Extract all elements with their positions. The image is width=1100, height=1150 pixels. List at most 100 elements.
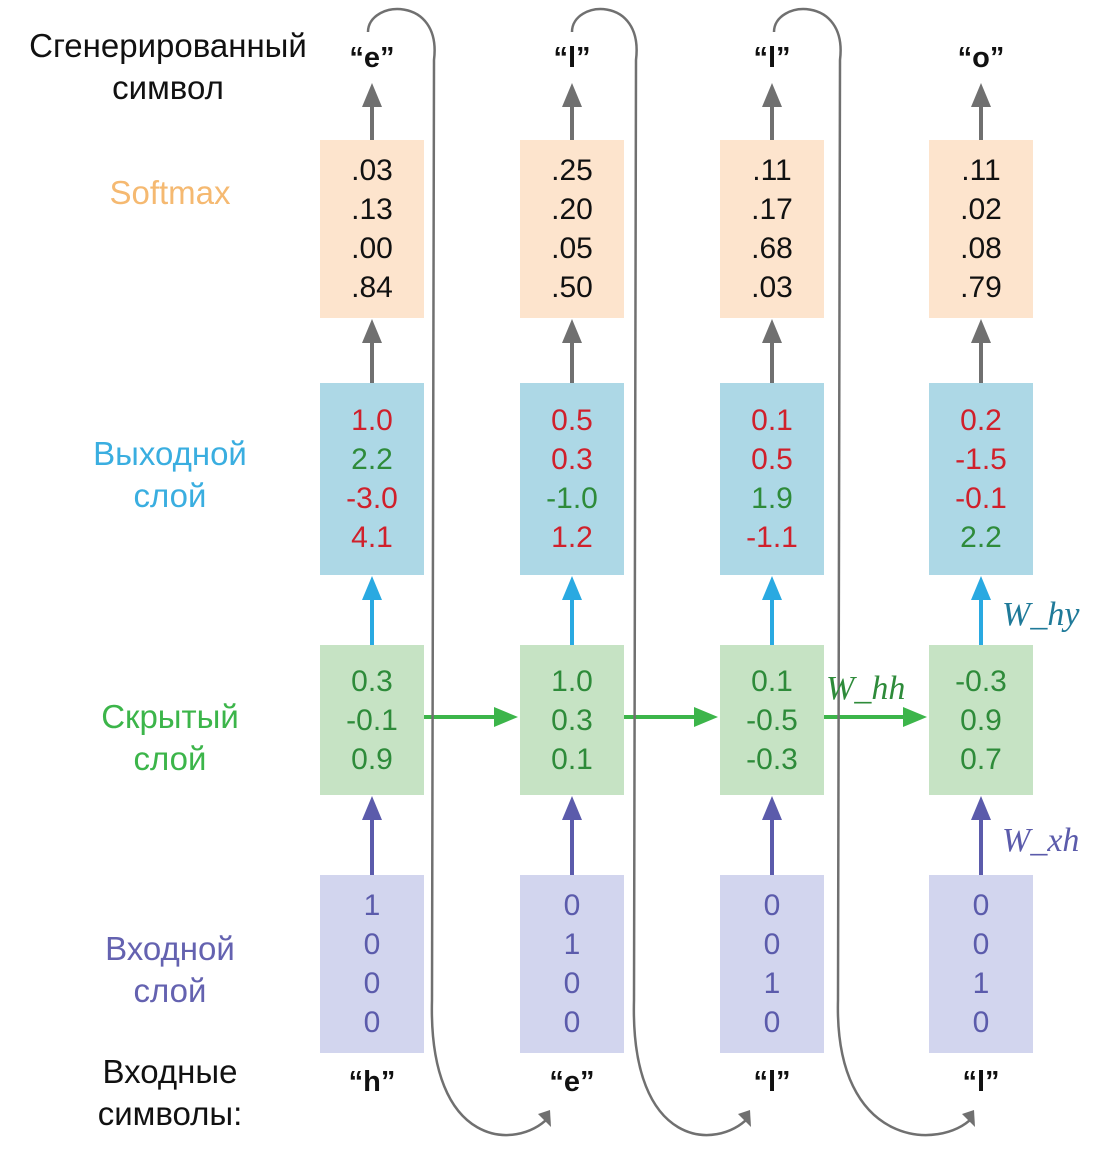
softmax-label: Softmax	[109, 174, 231, 211]
softmax-value: .79	[960, 271, 1002, 304]
output-value: 0.1	[751, 404, 793, 437]
output-box: 0.5 0.3 -1.0 1.2	[520, 383, 624, 575]
feedback-loop-arrow-head	[962, 1110, 975, 1127]
input-symbols-label: Входные символы:	[97, 1053, 243, 1132]
arrow-output-to-softmax-head	[762, 319, 782, 343]
hidden-value: -0.3	[955, 664, 1007, 698]
input-value: 0	[363, 928, 381, 961]
feedback-loop-arrow	[772, 7, 973, 1137]
generated-symbol-label: Сгенерированный символ	[29, 27, 307, 106]
hidden-value: 0.1	[751, 664, 793, 698]
arrow-softmax-to-char-head	[562, 83, 582, 107]
input-box: 0 1 0 0	[520, 875, 624, 1053]
input-value: 1	[363, 889, 381, 922]
arrow-input-to-hidden-head	[971, 796, 991, 820]
w-hy-label: W_hy	[1002, 596, 1080, 633]
softmax-box: .03 .13 .00 .84	[320, 140, 424, 318]
input-char: “e”	[549, 1066, 595, 1098]
feedback-loop-arrow	[366, 7, 549, 1137]
arrow-input-to-hidden-head	[562, 796, 582, 820]
hidden-layer-label: Скрытый слой	[101, 698, 239, 777]
softmax-value: .03	[351, 154, 393, 187]
softmax-value: .17	[751, 193, 793, 226]
softmax-value: .03	[751, 271, 793, 304]
input-char: “l”	[962, 1066, 1000, 1098]
arrow-softmax-to-char-head	[971, 83, 991, 107]
input-value: 1	[563, 928, 581, 961]
hidden-value: 0.9	[351, 742, 393, 776]
softmax-value: .11	[752, 154, 792, 187]
hidden-box: -0.3 0.9 0.7	[929, 645, 1033, 795]
input-char: “h”	[348, 1066, 396, 1098]
arrow-hidden-to-output-head	[762, 576, 782, 600]
input-char: “l”	[753, 1066, 791, 1098]
generated-char: “l”	[753, 42, 791, 74]
arrow-input-to-hidden-head	[762, 796, 782, 820]
hidden-box: 1.0 0.3 0.1	[520, 645, 624, 795]
hidden-value: -0.1	[346, 703, 398, 737]
arrow-output-to-softmax-head	[362, 319, 382, 343]
output-value: -0.1	[955, 482, 1007, 515]
softmax-value: .68	[751, 232, 793, 265]
generated-char: “o”	[957, 42, 1005, 74]
input-value: 0	[763, 928, 781, 961]
arrow-hidden-to-output-head	[562, 576, 582, 600]
output-value: 0.3	[551, 443, 593, 476]
output-box: 0.1 0.5 1.9 -1.1	[720, 383, 824, 575]
arrow-hidden-recurrence-head	[694, 707, 718, 727]
arrow-softmax-to-char-head	[762, 83, 782, 107]
softmax-box: .25 .20 .05 .50	[520, 140, 624, 318]
input-value: 1	[972, 967, 990, 1000]
softmax-value: .11	[961, 154, 1001, 187]
input-value: 0	[763, 889, 781, 922]
softmax-value: .50	[551, 271, 593, 304]
output-value: -3.0	[346, 482, 398, 515]
hidden-value: -0.5	[746, 703, 798, 737]
generated-char: “l”	[553, 42, 591, 74]
input-box: 0 0 1 0	[720, 875, 824, 1053]
hidden-value: 0.3	[351, 664, 393, 698]
input-value: 0	[563, 1006, 581, 1039]
w-xh-label: W_xh	[1002, 822, 1080, 859]
output-value: 0.5	[551, 404, 593, 437]
input-value: 0	[563, 889, 581, 922]
output-value: 2.2	[351, 443, 393, 476]
arrow-input-to-hidden-head	[362, 796, 382, 820]
input-layer-label: Входной слой	[105, 930, 235, 1009]
output-value: 0.5	[751, 443, 793, 476]
feedback-loop-arrow	[570, 7, 749, 1137]
softmax-value: .13	[351, 193, 393, 226]
hidden-value: 0.7	[960, 742, 1002, 776]
generated-char: “e”	[349, 42, 395, 74]
arrow-hidden-to-output-head	[362, 576, 382, 600]
input-value: 0	[763, 1006, 781, 1039]
softmax-value: .25	[551, 154, 593, 187]
softmax-value: .05	[551, 232, 593, 265]
softmax-box: .11 .17 .68 .03	[720, 140, 824, 318]
input-value: 0	[972, 928, 990, 961]
arrow-softmax-to-char-head	[362, 83, 382, 107]
output-box: 1.0 2.2 -3.0 4.1	[320, 383, 424, 575]
hidden-box: 0.3 -0.1 0.9	[320, 645, 424, 795]
softmax-value: .08	[960, 232, 1002, 265]
softmax-value: .20	[551, 193, 593, 226]
output-value: 1.9	[751, 482, 793, 515]
output-value: 2.2	[960, 521, 1002, 554]
input-box: 1 0 0 0	[320, 875, 424, 1053]
w-hh-label: W_hh	[826, 670, 906, 707]
input-value: 0	[363, 1006, 381, 1039]
hidden-value: 1.0	[551, 664, 593, 698]
arrow-hidden-to-output-head	[971, 576, 991, 600]
input-value: 1	[763, 967, 781, 1000]
hidden-value: 0.3	[551, 703, 593, 737]
softmax-value: .02	[960, 193, 1002, 226]
output-value: 1.2	[551, 521, 593, 554]
arrow-hidden-recurrence-head	[903, 707, 927, 727]
output-value: -1.1	[746, 521, 798, 554]
input-box: 0 0 1 0	[929, 875, 1033, 1053]
input-value: 0	[363, 967, 381, 1000]
feedback-loop-arrow-head	[538, 1110, 551, 1127]
hidden-value: -0.3	[746, 742, 798, 776]
arrow-hidden-recurrence-head	[494, 707, 518, 727]
